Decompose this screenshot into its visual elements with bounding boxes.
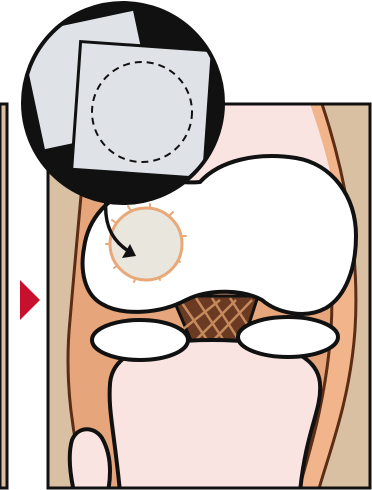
placement-arrow-icon (103, 199, 136, 258)
implanted-patch (105, 203, 187, 283)
fibula-bone (67, 427, 112, 488)
tibia-bone (107, 337, 323, 488)
previous-panel-edge (0, 102, 9, 490)
step-arrow-icon (20, 280, 40, 320)
meniscus-right (236, 315, 340, 359)
patch-cut-outline (91, 61, 193, 163)
magnifier-inset (21, 1, 225, 205)
meniscus-left (90, 318, 190, 362)
